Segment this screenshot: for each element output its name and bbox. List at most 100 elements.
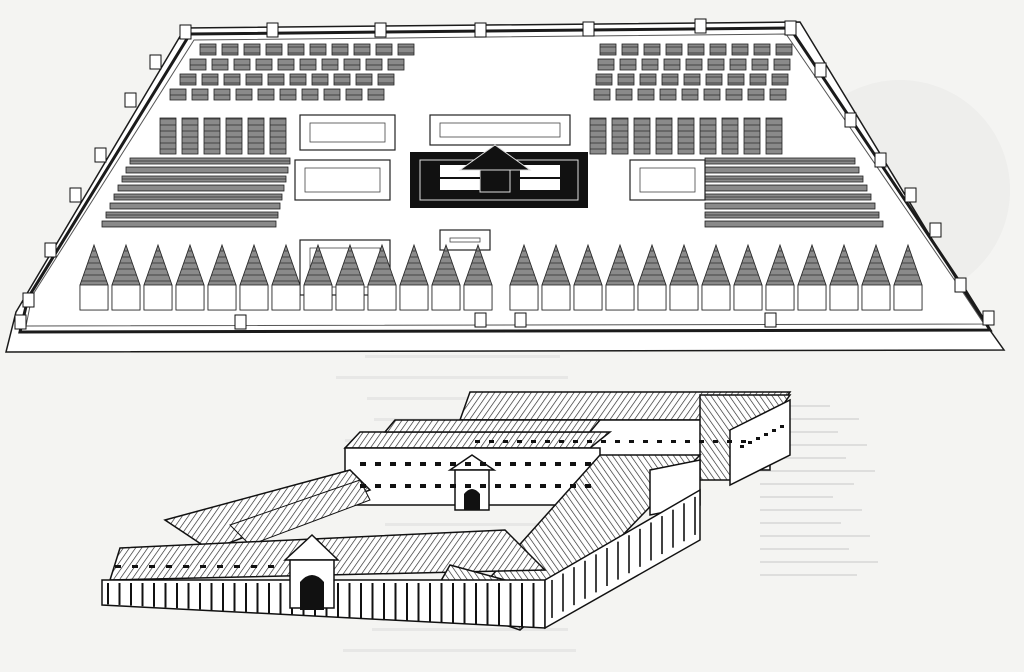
barrack — [589, 117, 607, 155]
window — [629, 440, 634, 443]
barrack — [191, 88, 209, 101]
wall-tower — [764, 312, 777, 328]
barrack — [109, 202, 281, 210]
window — [234, 565, 240, 568]
bleed-caption-line — [760, 405, 830, 407]
window — [435, 484, 441, 488]
barrack — [277, 58, 295, 71]
window — [525, 484, 531, 488]
window — [555, 462, 561, 466]
window — [465, 484, 471, 488]
wall-tower — [44, 242, 57, 258]
barrack — [179, 73, 197, 86]
barrack — [655, 117, 673, 155]
barrack-front — [765, 284, 795, 311]
bleed-caption-line — [760, 496, 833, 498]
barrack — [611, 117, 629, 155]
barrack-front — [431, 284, 461, 311]
window — [183, 565, 189, 568]
barrack-front — [463, 284, 493, 311]
barrack — [247, 117, 265, 155]
wall-tower — [266, 22, 279, 38]
barrack — [279, 88, 297, 101]
barrack-front — [541, 284, 571, 311]
barrack — [663, 58, 681, 71]
barrack — [661, 73, 679, 86]
wall-tower — [954, 277, 967, 293]
barrack — [121, 175, 287, 183]
barrack — [321, 58, 339, 71]
barrack — [704, 157, 856, 165]
barrack-front — [829, 284, 859, 311]
window — [375, 484, 381, 488]
barrack — [747, 88, 765, 101]
window — [699, 440, 704, 443]
barrack — [243, 43, 261, 56]
window — [495, 462, 501, 466]
window — [405, 484, 411, 488]
barrack-front — [111, 284, 141, 311]
barrack — [709, 43, 727, 56]
window — [217, 565, 223, 568]
window — [713, 440, 718, 443]
window — [540, 462, 546, 466]
barrack — [641, 58, 659, 71]
window — [585, 484, 591, 488]
barrack — [704, 175, 864, 183]
window — [756, 437, 760, 440]
window — [540, 484, 546, 488]
barrack — [129, 157, 291, 165]
window — [489, 440, 494, 443]
barrack — [665, 43, 683, 56]
barrack — [397, 43, 415, 56]
barrack-front — [509, 284, 539, 311]
barrack — [704, 220, 884, 228]
window — [685, 440, 690, 443]
window — [503, 440, 508, 443]
window — [573, 440, 578, 443]
window — [531, 440, 536, 443]
barrack-front — [271, 284, 301, 311]
barrack — [257, 88, 275, 101]
barrack — [687, 43, 705, 56]
barrack — [367, 88, 385, 101]
barrack — [703, 88, 721, 101]
window — [585, 462, 591, 466]
barrack — [707, 58, 725, 71]
wall-tower — [124, 92, 137, 108]
barrack — [677, 117, 695, 155]
wall-tower — [94, 147, 107, 163]
window — [671, 440, 676, 443]
barrack-front — [335, 284, 365, 311]
window — [390, 462, 396, 466]
side-colonnade — [551, 496, 696, 618]
barrack — [659, 88, 677, 101]
window — [559, 440, 564, 443]
barrack — [289, 73, 307, 86]
headquarters-building — [410, 144, 588, 208]
wall-tower — [844, 112, 857, 128]
barrack — [729, 58, 747, 71]
camp-plan-illustration — [5, 18, 1006, 353]
window — [115, 565, 121, 568]
barrack — [705, 73, 723, 86]
window — [375, 462, 381, 466]
barrack-front — [573, 284, 603, 311]
barrack — [199, 43, 217, 56]
barrack — [365, 58, 383, 71]
barrack-front — [239, 284, 269, 311]
window — [748, 441, 752, 444]
barrack — [211, 58, 229, 71]
bleed-line — [372, 628, 568, 631]
barrack — [255, 58, 273, 71]
window — [587, 440, 592, 443]
window — [251, 565, 257, 568]
barrack — [617, 73, 635, 86]
courtyard-building-illustration — [101, 391, 792, 631]
window — [780, 425, 784, 428]
barrack — [233, 58, 251, 71]
barrack — [299, 58, 317, 71]
barrack — [343, 58, 361, 71]
